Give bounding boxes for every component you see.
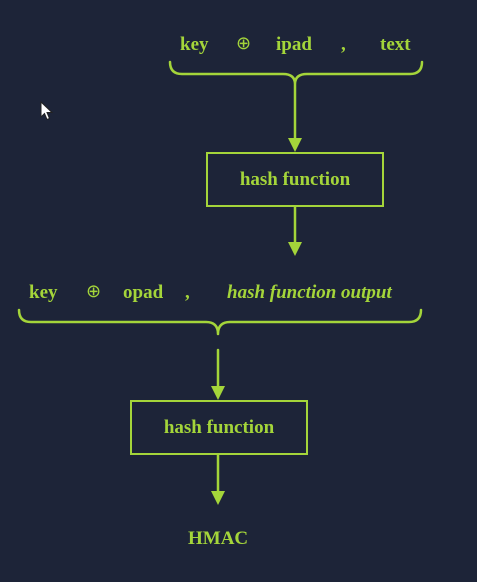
arrow-4-head: [211, 491, 225, 505]
hash-output-label: hash function output: [227, 282, 392, 303]
arrow-2-head: [288, 242, 302, 256]
comma-1: ,: [341, 34, 346, 55]
comma-2: ,: [185, 282, 190, 303]
text-label: text: [380, 34, 411, 55]
arrow-1-head: [288, 138, 302, 152]
hmac-label: HMAC: [188, 528, 249, 549]
hash-function-box-1: hash function: [206, 152, 384, 207]
arrow-3-head: [211, 386, 225, 400]
hash-function-box-2: hash function: [130, 400, 308, 455]
mouse-pointer-icon: [40, 101, 54, 121]
ipad-label: ipad: [276, 34, 312, 55]
xor-icon-1: ⊕: [236, 33, 252, 54]
hash-function-label-1: hash function: [239, 168, 351, 190]
xor-icon-2: ⊕: [86, 281, 102, 302]
hash-function-label-2: hash function: [163, 416, 275, 438]
key-label-2: key: [29, 282, 58, 303]
brace-2: [17, 308, 423, 336]
opad-label: opad: [123, 282, 164, 303]
brace-1: [168, 60, 424, 86]
key-label-1: key: [180, 34, 209, 55]
